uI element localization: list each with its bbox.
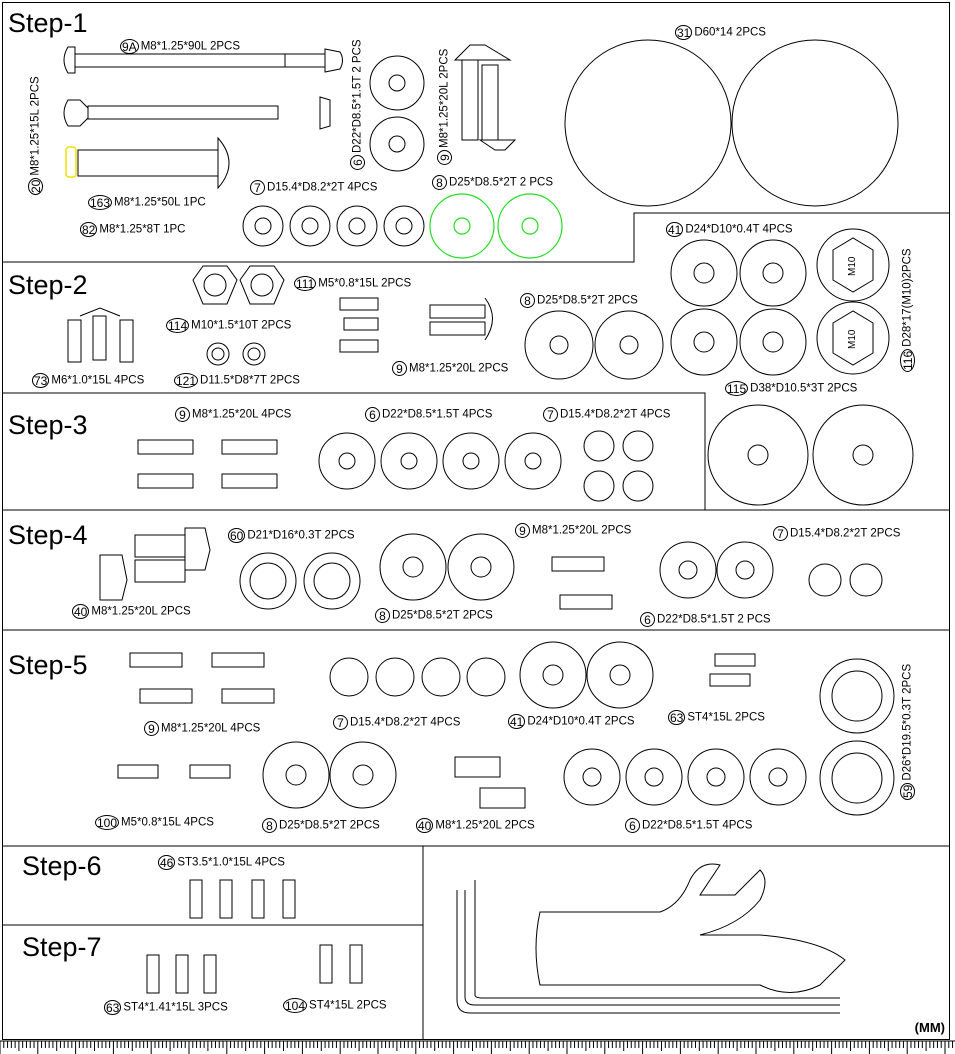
bolts-73-icon <box>67 307 134 363</box>
bolts-100-icon <box>117 764 231 779</box>
step-4-title: Step-4 <box>8 520 88 550</box>
washer-6-step3-icon <box>318 432 562 490</box>
big-ring-icon <box>564 39 899 207</box>
hex-nuts-icon <box>192 265 285 366</box>
washer-41-icon <box>670 239 807 376</box>
screws-63-step7-icon <box>146 954 217 994</box>
section-dividers <box>2 2 950 1040</box>
unit-label: (MM) <box>914 1020 945 1035</box>
bolts-40-step5-icon <box>454 756 526 809</box>
step-5-title: Step-5 <box>8 650 88 680</box>
bolts-9-step2-icon <box>429 297 493 341</box>
split-washers-step5-icon <box>329 657 506 697</box>
washer-60-icon <box>239 552 361 610</box>
washer-59-icon <box>819 658 895 816</box>
screws-104-icon <box>319 944 363 984</box>
part-label-vertical: 9M8*1.25*20L 2PCS <box>437 49 452 165</box>
bolts-9-step5-icon <box>129 652 275 704</box>
part-label-vertical: 20M8*1.25*15L 2PCS <box>28 76 43 195</box>
step-2-title: Step-2 <box>8 270 88 300</box>
washer-6-icon <box>369 55 425 172</box>
bolts-40-icon <box>99 527 211 601</box>
washer-8-step5-icon <box>262 741 397 809</box>
washer-8-step4-icon <box>379 533 515 601</box>
nut-m10-icon <box>816 228 890 375</box>
bolts-9-step4-icon <box>551 556 613 610</box>
long-bolt-icon <box>63 46 343 130</box>
green-washers-icon <box>429 193 563 259</box>
step-7-title: Step-7 <box>22 932 102 962</box>
hex-bolts-icon <box>453 44 517 151</box>
ruler-scale <box>0 1040 955 1054</box>
washer-8-step2-icon <box>524 310 664 380</box>
split-washers-icon <box>242 205 425 247</box>
hex-keys-icon <box>456 880 840 1014</box>
screws-46-icon <box>189 879 296 919</box>
washer-115-icon <box>707 404 914 506</box>
bolts-9-step3-icon <box>137 439 278 489</box>
step-1-title: Step-1 <box>8 8 88 38</box>
split-washers-step4-icon <box>808 563 883 597</box>
short-bolt-icon <box>65 136 230 190</box>
part-label-vertical: 6D22*D8.5*1.5T 2 PCS <box>350 39 365 170</box>
washer-6-step5-icon <box>563 748 807 806</box>
wrench-tool-icon <box>535 863 846 993</box>
nut-marking: M10 <box>847 256 858 276</box>
part-label-vertical: 59D26*D19.5*0.3T 2PCS <box>900 663 915 800</box>
step-3-title: Step-3 <box>8 410 88 440</box>
screws-63-icon <box>709 653 756 687</box>
washer-41-step5-icon <box>519 641 654 709</box>
bolts-111-icon <box>339 297 379 353</box>
step-6-title: Step-6 <box>22 851 102 881</box>
nut-marking: M10 <box>847 329 858 349</box>
washer-6-step4-icon <box>659 541 774 599</box>
part-label-vertical: 116D28*17(M10)2PCS <box>900 248 915 372</box>
split-washers-step3-icon <box>583 430 654 502</box>
